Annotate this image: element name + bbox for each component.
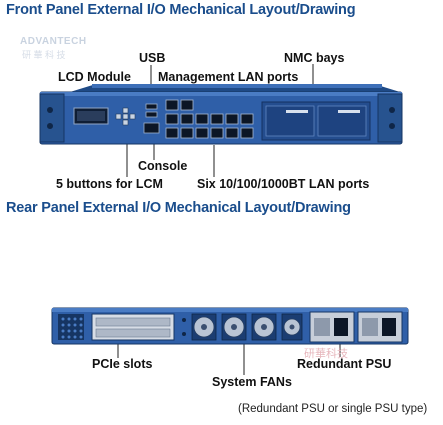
rear-small-holes [182, 318, 186, 336]
label-lcd-module: LCD Module [58, 70, 131, 84]
label-management-lan: Management LAN ports [158, 70, 299, 84]
label-buttons: 5 buttons for LCM [56, 177, 163, 191]
front-rack-hole [389, 107, 395, 113]
front-rack-ear-right [377, 93, 403, 143]
nmc-bay-grilles [286, 110, 360, 113]
label-usb: USB [139, 51, 166, 65]
label-lan-ports: Six 10/100/1000BT LAN ports [197, 177, 370, 191]
management-lan-ports [165, 99, 194, 111]
rear-chassis-highlight [52, 308, 408, 312]
front-rack-ear-left [39, 93, 65, 143]
front-chassis-top-edge [92, 84, 382, 88]
usb-port [145, 103, 158, 110]
advantech-watermark: ADVANTECH [20, 36, 87, 47]
front-rack-hole [47, 107, 53, 113]
front-panel-heading: Front Panel External I/O Mechanical Layo… [6, 2, 356, 18]
system-fans [191, 313, 303, 341]
label-nmc-bays: NMC bays [284, 51, 345, 65]
front-rack-hole [389, 123, 395, 129]
console-port [143, 122, 160, 134]
label-redundant-psu: Redundant PSU [297, 357, 392, 371]
lcd-screen [77, 111, 105, 121]
lcm-buttons [115, 107, 136, 126]
front-chassis-highlight [40, 92, 402, 96]
pcie-slot-1 [95, 317, 171, 327]
rear-vent-left-holes [61, 317, 83, 339]
front-panel-drawing [39, 64, 403, 177]
pcie-slot-2 [95, 328, 171, 338]
label-system-fans: System FANs [212, 375, 292, 389]
usb-port [145, 111, 158, 118]
redundant-psu [309, 311, 403, 343]
lan-ports-row-top [165, 113, 254, 125]
front-rack-hole [47, 123, 53, 129]
lan-ports-row-bottom [165, 127, 254, 139]
label-pcie-slots: PCIe slots [92, 357, 153, 371]
advantech-watermark-sub: 研 華 科 技 [22, 50, 66, 60]
psu-type-note: (Redundant PSU or single PSU type) [238, 403, 428, 415]
rear-panel-heading: Rear Panel External I/O Mechanical Layou… [6, 200, 351, 216]
label-console: Console [138, 159, 188, 173]
rear-watermark: 研華科技 [304, 348, 348, 360]
